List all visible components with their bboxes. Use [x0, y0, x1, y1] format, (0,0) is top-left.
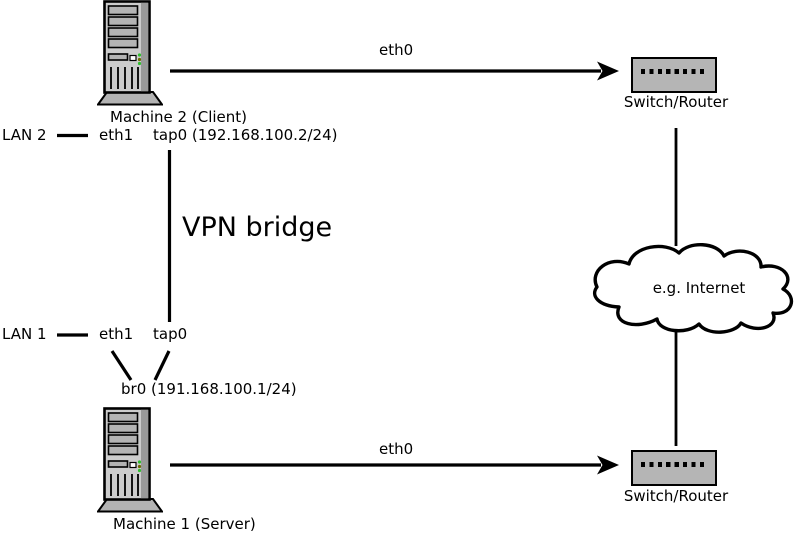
eth0-bottom-label: eth0 [379, 440, 414, 458]
arrow-right-icon [597, 455, 619, 475]
tap0-br0-line [153, 350, 171, 381]
machine1-br0-label: br0 (191.168.100.1/24) [121, 380, 297, 398]
switch-bottom-label: Switch/Router [623, 487, 729, 505]
switch-router-icon [631, 57, 717, 93]
tower-leds [137, 460, 142, 473]
tower-base [97, 91, 163, 106]
tower-floppy-slot [107, 460, 129, 468]
machine2-tap0-label: tap0 (192.168.100.2/24) [153, 126, 338, 144]
switch-ports [641, 69, 707, 74]
arrow-right-icon [597, 61, 619, 81]
machine2-eth1-label: eth1 [99, 126, 134, 144]
tower-base [97, 498, 163, 513]
eth1-br0-line [110, 350, 133, 381]
tower-drive-bays [107, 5, 139, 49]
tower-vents [110, 474, 139, 496]
computer-tower-icon [97, 0, 163, 106]
machine2-label: Machine 2 (Client) [110, 108, 247, 126]
eth0-top-label: eth0 [379, 41, 414, 59]
vpn-bridge-label: VPN bridge [182, 212, 333, 243]
tower-power-button [129, 54, 137, 62]
switch-ports [641, 462, 707, 467]
tower-leds [137, 53, 142, 66]
tower-floppy-slot [107, 53, 129, 61]
tower-vents [110, 67, 139, 89]
lan2-label: LAN 2 [2, 126, 47, 144]
tower-side-shade [141, 409, 149, 499]
tower-drive-bays [107, 412, 139, 456]
machine1-tap0-label: tap0 [153, 325, 188, 343]
tower-power-button [129, 461, 137, 469]
tower-side-shade [141, 2, 149, 92]
lan1-label: LAN 1 [2, 325, 47, 343]
switch-router-icon [631, 450, 717, 486]
cloud-outline [592, 243, 794, 334]
internet-cloud-icon [592, 243, 794, 334]
switch-top-label: Switch/Router [623, 93, 729, 111]
machine1-eth1-label: eth1 [99, 325, 134, 343]
machine1-label: Machine 1 (Server) [113, 515, 256, 533]
computer-tower-icon [97, 407, 163, 513]
cloud-label: e.g. Internet [652, 279, 746, 297]
